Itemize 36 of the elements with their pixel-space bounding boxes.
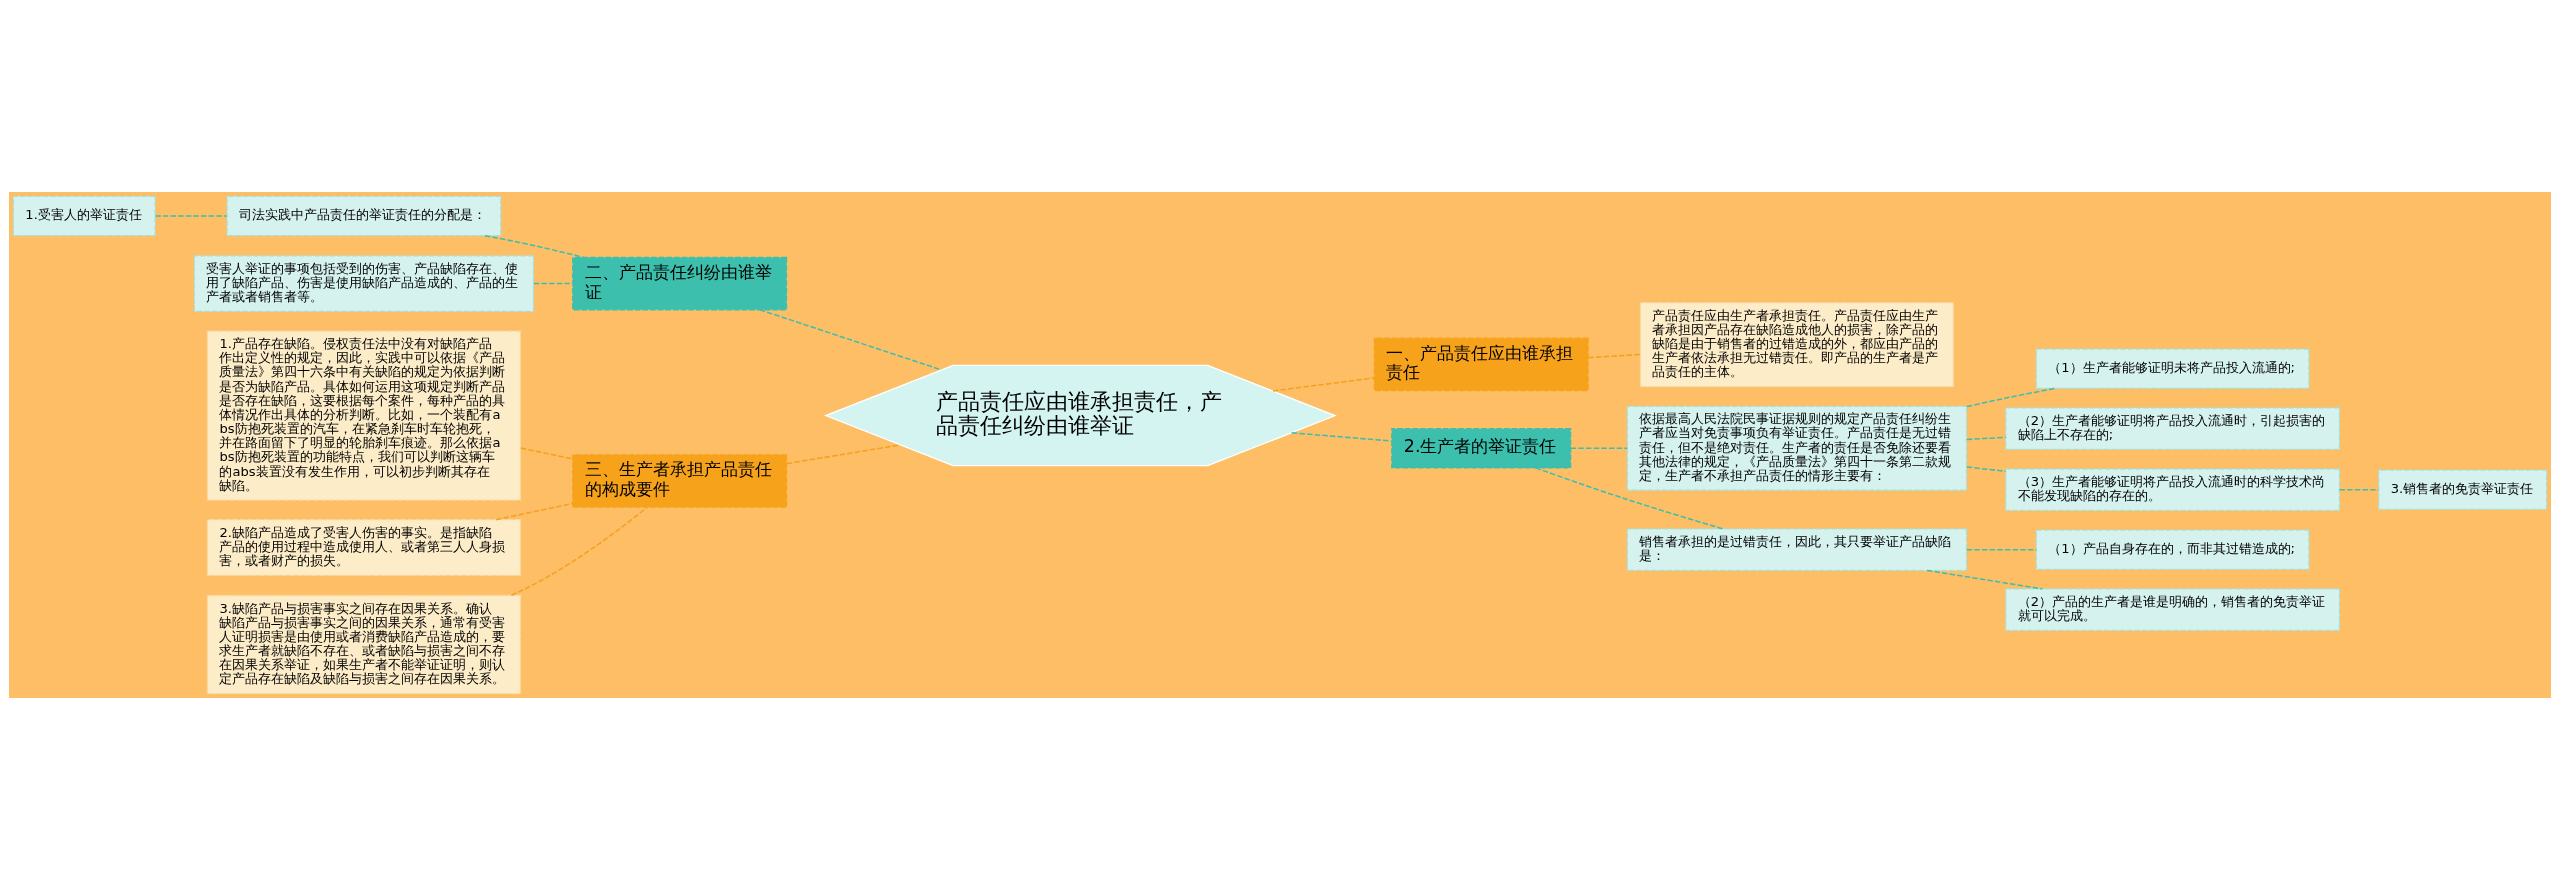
node-box: 司法实践中产品责任的举证责任的分配是：	[226, 195, 502, 236]
connector	[1926, 569, 2044, 590]
node-box: 一、产品责任应由谁承担责任	[1373, 336, 1589, 391]
connector	[1587, 353, 1641, 358]
node-box: 3.销售者的免责举证责任	[2378, 468, 2548, 510]
node-box: （2）产品的生产者是谁是明确的，销售者的免责举证就可以完成。	[2005, 587, 2341, 631]
node-box: 三、生产者承担产品责任的构成要件	[572, 453, 788, 508]
connector	[1965, 548, 2038, 550]
connector	[1966, 387, 2057, 407]
connector	[495, 502, 574, 520]
node-box: 1.产品存在缺陷。侵权责任法中没有对缺陷产品作出定义性的规定，因此，实践中可以依据《产品质量法》第四十六条中有关缺陷的规定为依据判断是否为缺陷产品。具体如何运用这项规定判断产品是否存在缺陷，这要根据每个案件，每种产品的具体情况作出具体的分析判断。比如，一个装配有abs防抱死装置的汽车，在紧急刹车时车轮抱死，并在路面留下了明显的轮胎刹车痕迹。那么依据abs防抱死装置的功能特点，我们可以判断这辆车的abs装置没有发生作用，可以初步判断其存在缺陷。	[206, 329, 522, 501]
node-box: 产品责任应由生产者承担责任。产品责任应由生产者承担因产品存在缺陷造成他人的损害，除产品的缺陷是由于销售者的过错造成的外，都应由产品的生产者依法承担无过错责任。即产品的生产者是产品责任的主体。	[1639, 301, 1955, 387]
connector	[510, 505, 649, 596]
connector	[1570, 447, 1629, 449]
node-box: 2.生产者的举证责任	[1391, 427, 1572, 469]
node-box: 受害人举证的事项包括受到的伤害、产品缺陷存在、使用了缺陷产品、伤害是使用缺陷产品造成的、产品的生产者或者销售者等。	[193, 254, 535, 312]
connector	[1965, 465, 2007, 472]
connector	[1535, 466, 1724, 530]
node-box: 1.受害人的举证责任	[12, 195, 156, 236]
node-box: 2.缺陷产品造成了受害人伤害的事实。是指缺陷产品的使用过程中造成使用人、或者第三人人身损害，或者财产的损失。	[206, 518, 522, 576]
node-box: 销售者承担的是过错责任，因此，其只要举证产品缺陷是：	[1626, 527, 1968, 571]
connector	[1290, 431, 1393, 442]
connector	[1965, 436, 2007, 440]
node-box: 3.缺陷产品与损害事实之间存在因果关系。确认缺陷产品与损害事实之间的因果关系，通常有受害人证明损害是由使用或者消费缺陷产品造成的，要求生产者就缺陷不存在、或者缺陷与损害之间不存在因果关系举证，如果生产者不能举证证明，则认定产品存在缺陷及缺陷与损害之间存在因果关系。	[206, 594, 522, 694]
connector	[484, 234, 585, 258]
node-box: 依据最高人民法院民事证据规则的规定产品责任纠纷生产者应当对免责事项负有举证责任。产品责任是无过错责任，但不是绝对责任。生产者的责任是否免除还要看其他法律的规定，《产品质量法》第四十一条第二款规定，生产者不承担产品责任的情形主要有：	[1626, 405, 1968, 491]
node-box: （3）生产者能够证明将产品投入流通时的科学技术尚不能发现缺陷的存在的。	[2005, 467, 2341, 511]
connector	[1272, 376, 1375, 392]
node-box: （2）生产者能够证明将产品投入流通时，引起损害的缺陷上不存在的;	[2005, 406, 2341, 450]
connector	[154, 214, 228, 217]
node-box: （1）产品自身存在的，而非其过错造成的;	[2035, 528, 2310, 570]
connector	[520, 446, 574, 460]
connector	[786, 443, 901, 464]
node-box: 二、产品责任纠纷由谁举证	[572, 256, 788, 310]
node-box: （1）生产者能够证明未将产品投入流通的;	[2035, 347, 2310, 389]
connector	[532, 282, 574, 284]
